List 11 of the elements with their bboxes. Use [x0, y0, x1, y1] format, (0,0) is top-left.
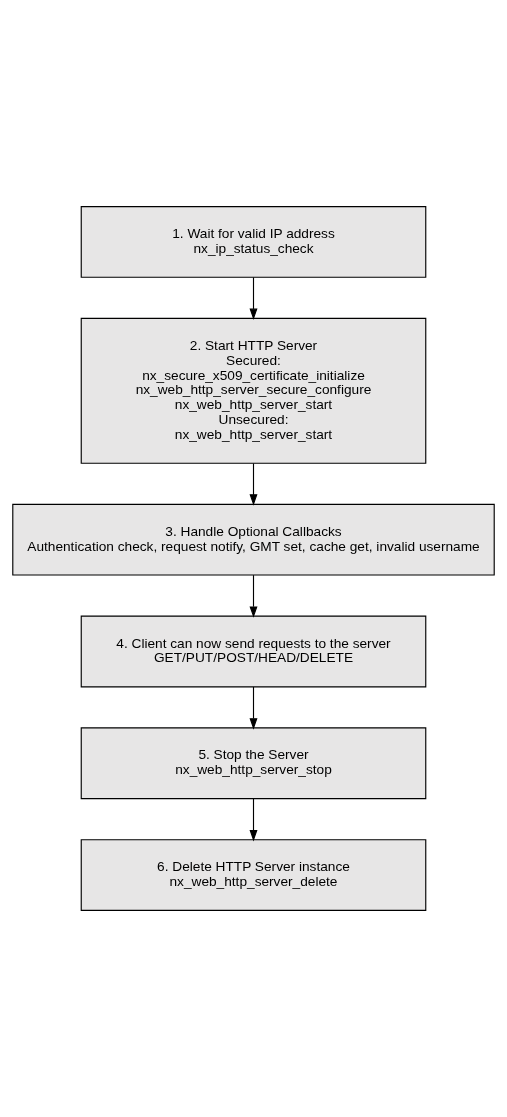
arrow [249, 574, 258, 618]
node-box: 3. Handle Optional Callbacks Authentication check, request notify, GMT set, cache get, invalid username [12, 503, 495, 576]
node-box: 6. Delete HTTP Server instance nx_web_http_server_delete [80, 839, 427, 911]
arrow [249, 798, 258, 842]
arrow [249, 276, 258, 320]
arrow [249, 686, 258, 730]
node-box: 2. Start HTTP Server Secured: nx_secure_x509_certificate_initialize nx_web_http_server_secure_configure nx_web_http_server_start Unsecured: nx_web_http_server_start [80, 317, 427, 464]
node-box: 1. Wait for valid IP address nx_ip_status_check [80, 206, 427, 278]
node-box: 5. Stop the Server nx_web_http_server_stop [80, 727, 427, 800]
node-box: 4. Client can now send requests to the server GET/PUT/POST/HEAD/DELETE [80, 615, 427, 688]
arrow [249, 462, 258, 506]
